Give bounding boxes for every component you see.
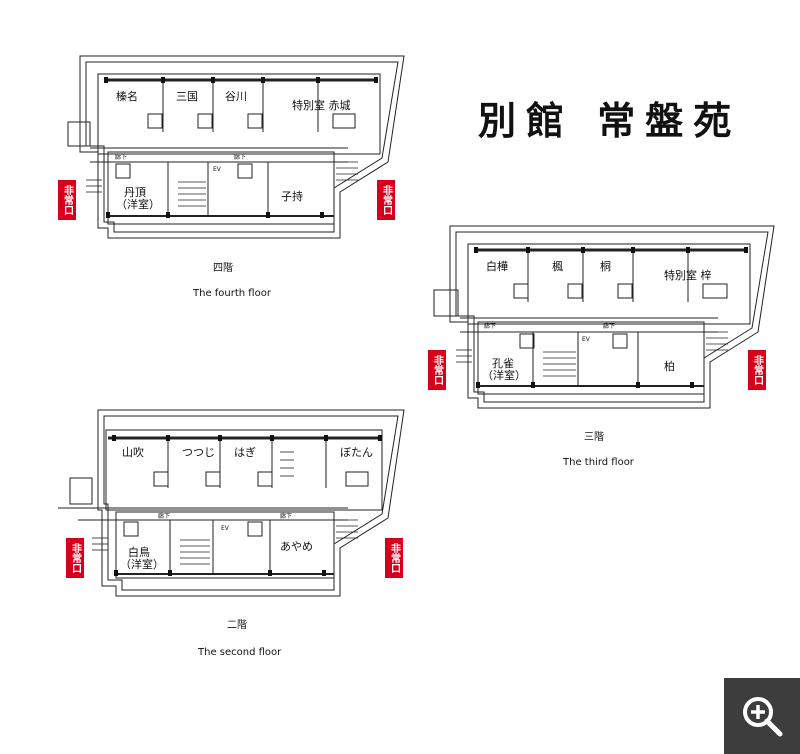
floor-plan-third-drawing — [433, 225, 775, 409]
floor-plan-fourth: 榛名 三国 谷川 特別室 赤城 丹頂 （洋室） 子持 廊下 廊下 EV — [58, 52, 408, 242]
zoom-in-button[interactable] — [724, 678, 800, 754]
corridor-label: 廊下 — [158, 513, 171, 520]
floor-label-second-en: The second floor — [198, 647, 282, 658]
room-shirakaba: 白樺 — [486, 260, 508, 273]
room-hakucho-western: （洋室） — [120, 558, 164, 571]
floor-plan-third: 白樺 楓 桐 特別室 梓 孔雀 （洋室） 柏 廊下 廊下 EV — [428, 222, 778, 412]
room-yamabuki: 山吹 — [122, 446, 144, 459]
room-tancho: 丹頂 — [124, 186, 146, 199]
room-kujaku: 孔雀 — [492, 357, 514, 370]
room-kaede: 楓 — [552, 260, 563, 273]
room-tanigawa: 谷川 — [225, 90, 247, 103]
emergency-exit-fourth-left: 非常口 — [58, 180, 76, 220]
floor-label-fourth-en: The fourth floor — [193, 288, 271, 299]
room-ayame: あやめ — [280, 540, 313, 553]
room-komochi: 子持 — [281, 190, 303, 203]
room-mikuni: 三国 — [176, 90, 198, 103]
floor-plan-second: 山吹 つつじ はぎ ぼたん 白鳥 （洋室） あやめ 廊下 廊下 EV — [58, 408, 408, 603]
room-special-akagi: 特別室 赤城 — [292, 99, 351, 112]
emergency-exit-second-right: 非常口 — [385, 538, 403, 578]
floor-plan-second-drawing — [58, 409, 405, 597]
emergency-exit-second-left: 非常口 — [66, 538, 84, 578]
room-hakucho: 白鳥 — [128, 546, 150, 559]
room-kashiwa: 柏 — [664, 360, 675, 373]
floor-label-second-jp: 二階 — [227, 620, 247, 631]
elevator-label: EV — [221, 525, 229, 532]
elevator-label: EV — [213, 166, 221, 173]
room-botan: ぼたん — [340, 446, 373, 459]
floor-label-fourth-jp: 四階 — [213, 263, 233, 274]
room-hagi: はぎ — [234, 446, 256, 459]
emergency-exit-third-left: 非常口 — [428, 350, 446, 390]
emergency-exit-third-right: 非常口 — [748, 350, 766, 390]
corridor-label: 廊下 — [280, 513, 293, 520]
corridor-label: 廊下 — [603, 323, 616, 330]
zoom-in-icon — [743, 697, 783, 737]
room-haruna: 榛名 — [116, 90, 138, 103]
emergency-exit-fourth-right: 非常口 — [377, 180, 395, 220]
room-kujaku-western: （洋室） — [482, 369, 526, 382]
elevator-label: EV — [582, 336, 590, 343]
room-kiri: 桐 — [600, 260, 611, 273]
building-title: 別館 常盤苑 — [478, 98, 742, 143]
floor-plan-fourth-drawing — [67, 55, 405, 239]
floor-label-third-en: The third floor — [563, 457, 634, 468]
room-special-azusa: 特別室 梓 — [664, 269, 712, 282]
corridor-label: 廊下 — [115, 154, 128, 161]
room-tsutsuji: つつじ — [182, 446, 215, 459]
room-tancho-western: （洋室） — [116, 198, 160, 211]
floor-label-third-jp: 三階 — [584, 432, 604, 443]
corridor-label: 廊下 — [484, 323, 497, 330]
corridor-label: 廊下 — [234, 154, 247, 161]
